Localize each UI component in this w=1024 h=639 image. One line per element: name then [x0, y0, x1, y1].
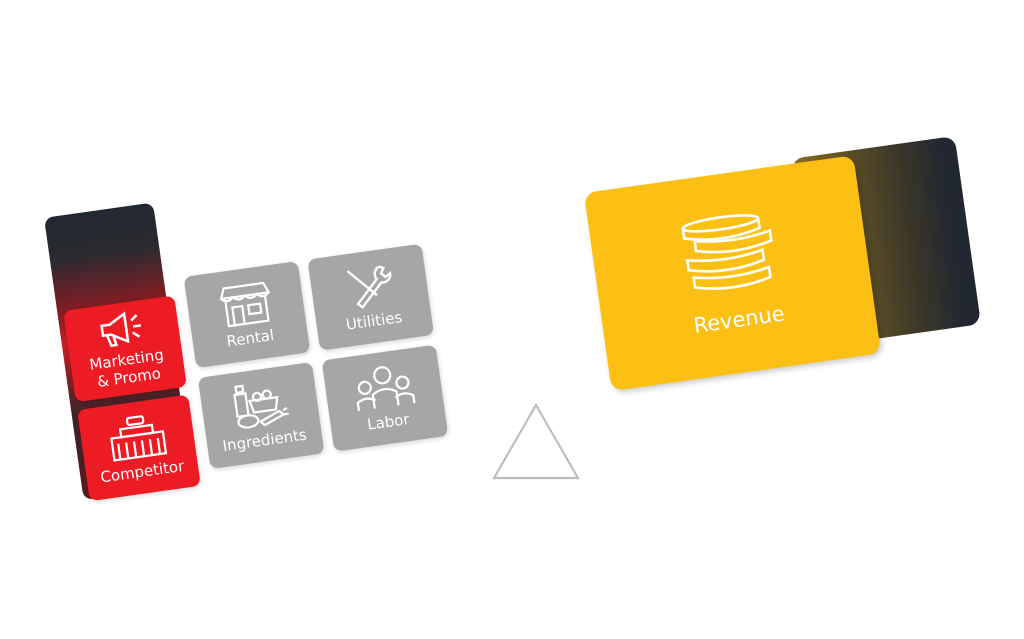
tile-competitor: Competitor [77, 394, 201, 502]
tile-revenue: Revenue [583, 155, 882, 392]
store-building-icon [110, 415, 168, 462]
shopfront-icon [219, 281, 270, 328]
tile-ingredients: Ingredients [197, 361, 325, 470]
tile-rental: Rental [183, 260, 311, 369]
rental-label: Rental [225, 326, 276, 351]
costs-group: Marketing & Promo Competitor Rental Util… [44, 165, 460, 502]
tile-marketing-promo: Marketing & Promo [63, 295, 187, 403]
groceries-icon [232, 384, 289, 429]
revenue-label: Revenue [692, 301, 787, 338]
balance-fulcrum-triangle [492, 402, 580, 480]
tile-utilities: Utilities [307, 243, 435, 351]
tile-labor: Labor [321, 344, 449, 452]
utilities-label: Utilities [344, 308, 404, 334]
revenue-group: Revenue [583, 135, 983, 392]
coins-icon [681, 214, 773, 290]
tools-icon [346, 265, 391, 310]
megaphone-icon [100, 311, 142, 348]
labor-label: Labor [366, 410, 411, 434]
people-icon [356, 366, 415, 412]
